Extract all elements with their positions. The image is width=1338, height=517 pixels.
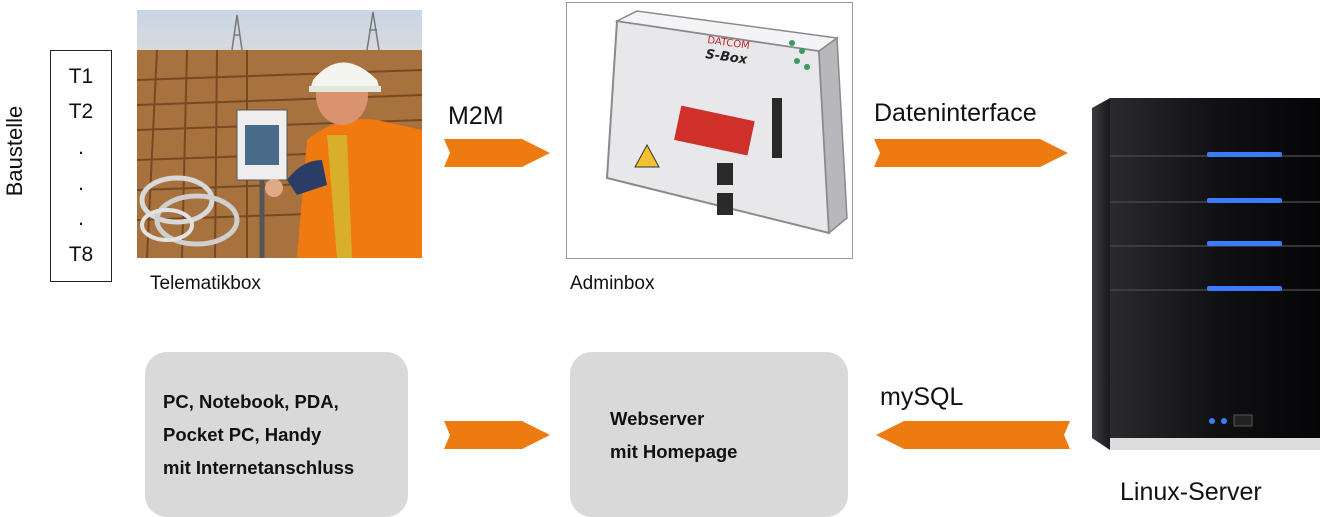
site-label: Baustelle — [2, 105, 27, 197]
sbox-device-image: DATCOM S-Box — [605, 10, 848, 235]
device-model: S-Box — [704, 47, 748, 68]
admin-caption: Adminbox — [570, 273, 655, 294]
telematik-photo — [137, 10, 422, 258]
webserver-line: Webserver — [610, 407, 705, 429]
server-tower-icon — [1092, 98, 1320, 450]
clients-line: PC, Notebook, PDA, — [163, 391, 339, 412]
sensor-item: . — [78, 171, 84, 195]
arrow-clients-webserver — [444, 421, 550, 449]
clients-line: mit Internetanschluss — [163, 457, 355, 478]
sensor-list: T1 T2 . . . T8 — [50, 50, 112, 282]
arrow-dateninterface — [874, 139, 1068, 167]
mysql-label: mySQL — [880, 383, 964, 411]
admin-device-frame: DATCOM S-Box — [566, 2, 853, 259]
sensor-item: T1 — [68, 64, 94, 88]
clients-panel: PC, Notebook, PDA, Pocket PC, Handy mit … — [145, 352, 408, 517]
telematik-caption: Telematikbox — [150, 273, 261, 294]
sensor-item: . — [78, 207, 84, 231]
linux-server-image — [1092, 98, 1324, 458]
sensor-item: . — [78, 136, 84, 160]
webserver-line: mit Homepage — [610, 440, 738, 462]
dateninterface-label: Dateninterface — [874, 99, 1037, 127]
server-caption: Linux-Server — [1120, 478, 1262, 506]
m2m-label: M2M — [448, 102, 504, 130]
clients-line: Pocket PC, Handy — [163, 424, 322, 445]
sensor-item: T2 — [68, 100, 94, 124]
webserver-panel: Webserver mit Homepage — [570, 352, 848, 517]
sensor-item: T8 — [68, 243, 94, 267]
arrow-m2m — [444, 139, 550, 167]
arrow-mysql — [876, 421, 1070, 449]
worker-illustration — [137, 10, 422, 258]
